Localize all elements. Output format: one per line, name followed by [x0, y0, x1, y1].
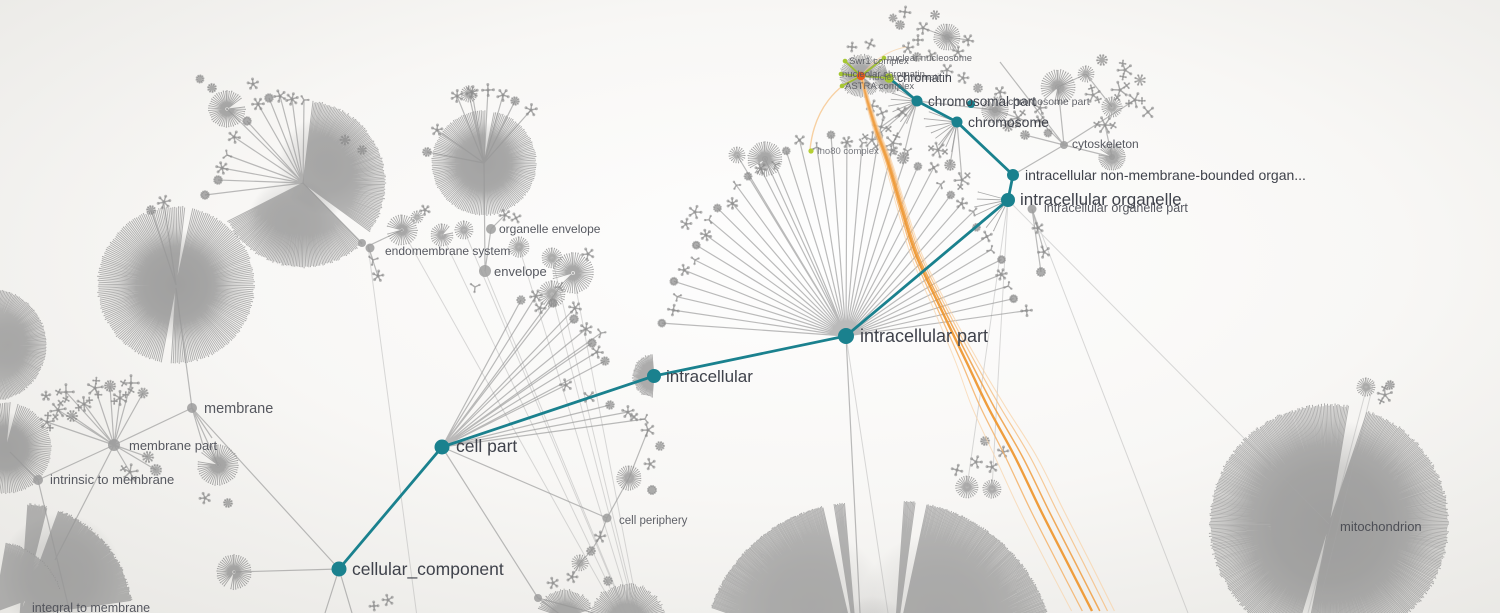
svg-text:intracellular part: intracellular part [860, 326, 988, 346]
svg-text:nucleolar chromatin: nucleolar chromatin [842, 69, 925, 80]
svg-text:chromosomal part: chromosomal part [928, 94, 1036, 109]
svg-text:intracellular non-membrane-bou: intracellular non-membrane-bounded organ… [1025, 167, 1306, 183]
svg-text:intracellular organelle part: intracellular organelle part [1044, 201, 1188, 215]
svg-text:cellular_component: cellular_component [352, 559, 504, 580]
svg-text:intracellular organelle: intracellular organelle [1020, 190, 1182, 209]
svg-text:nuclear chromatin: nuclear chromatin [869, 72, 945, 83]
svg-text:chromosome part: chromosome part [1008, 96, 1090, 108]
svg-text:cytoskeleton: cytoskeleton [1072, 137, 1139, 151]
svg-text:membrane part: membrane part [129, 438, 218, 453]
svg-text:integral to membrane: integral to membrane [32, 601, 150, 613]
svg-text:mitochondrion: mitochondrion [1340, 519, 1422, 534]
svg-text:endomembrane system: endomembrane system [385, 244, 510, 258]
svg-text:ASTRA complex: ASTRA complex [845, 81, 914, 92]
svg-text:Swr1 complex: Swr1 complex [849, 56, 909, 67]
svg-text:membrane: membrane [204, 401, 273, 417]
svg-text:chromatin: chromatin [897, 71, 952, 85]
svg-text:envelope: envelope [494, 264, 547, 279]
svg-text:chromosome: chromosome [968, 114, 1049, 130]
svg-text:Ino80 complex: Ino80 complex [817, 146, 879, 157]
svg-text:intrinsic to membrane: intrinsic to membrane [50, 472, 174, 487]
svg-text:nuclear nucleosome: nuclear nucleosome [887, 53, 972, 64]
svg-text:cell part: cell part [456, 436, 517, 456]
svg-text:cell periphery: cell periphery [619, 515, 688, 527]
svg-text:organelle envelope: organelle envelope [499, 222, 601, 236]
svg-text:intracellular: intracellular [666, 367, 753, 386]
